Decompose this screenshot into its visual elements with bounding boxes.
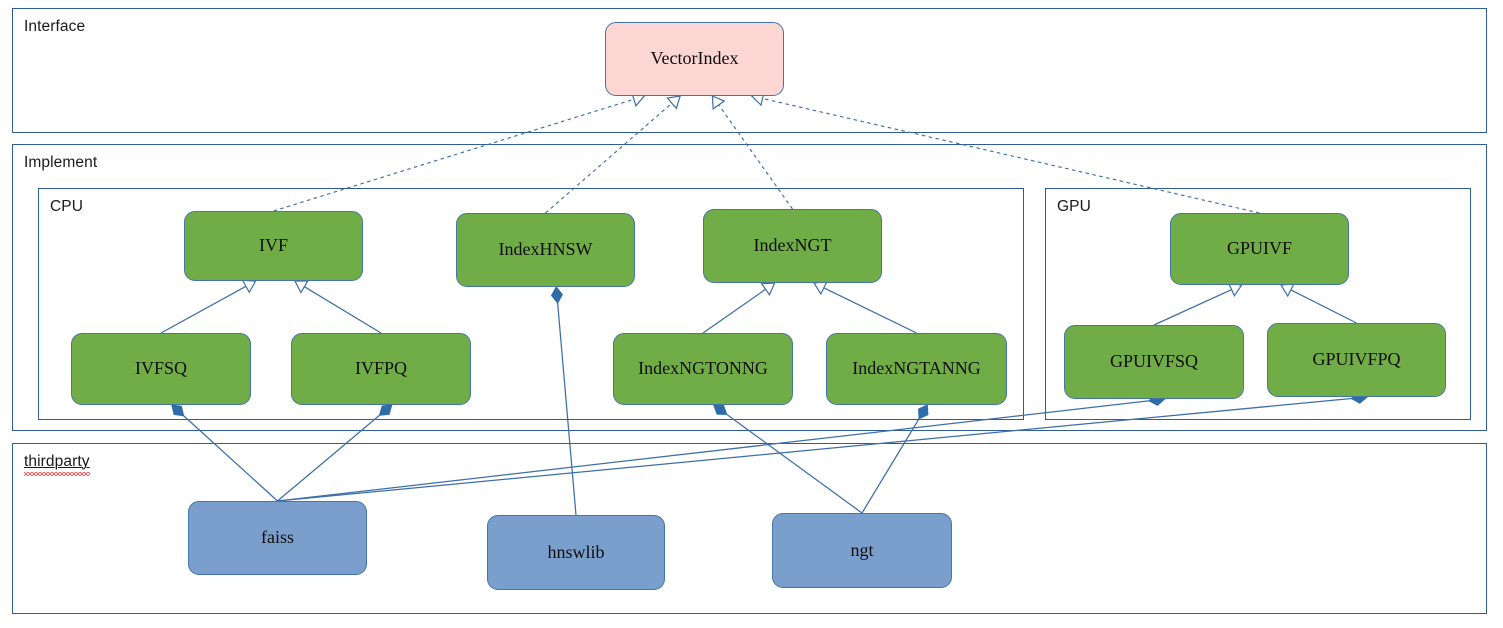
node-ivfsq[interactable]: IVFSQ	[71, 333, 251, 405]
node-faiss[interactable]: faiss	[188, 501, 367, 575]
frame-label-implement: Implement	[24, 154, 98, 171]
node-label-indexngt: IndexNGT	[753, 235, 832, 256]
node-label-hnswlib: hnswlib	[547, 541, 605, 562]
node-label-ivfpq: IVFPQ	[354, 358, 407, 379]
node-label-vectorindex: VectorIndex	[650, 48, 739, 69]
node-label-ivfsq: IVFSQ	[134, 358, 187, 379]
frame-label-thirdparty: thirdparty	[24, 453, 90, 476]
node-indexngt[interactable]: IndexNGT	[703, 209, 882, 283]
node-label-indexhnsw: IndexHNSW	[498, 239, 593, 260]
node-hnswlib[interactable]: hnswlib	[487, 515, 665, 590]
node-indexngtonng[interactable]: IndexNGTONNG	[613, 333, 793, 405]
frame-label-gpu: GPU	[1057, 198, 1091, 215]
node-ngt[interactable]: ngt	[772, 513, 952, 588]
node-label-ngt: ngt	[850, 539, 874, 560]
node-label-faiss: faiss	[261, 527, 294, 548]
node-indexhnsw[interactable]: IndexHNSW	[456, 213, 635, 287]
node-label-gpuivfpq: GPUIVFPQ	[1312, 349, 1401, 370]
node-gpuivfsq[interactable]: GPUIVFSQ	[1064, 325, 1244, 399]
node-indexngtanng[interactable]: IndexNGTANNG	[826, 333, 1007, 405]
frame-label-interface: Interface	[24, 18, 86, 35]
node-ivfpq[interactable]: IVFPQ	[291, 333, 471, 405]
node-label-indexngtonng: IndexNGTONNG	[638, 358, 768, 379]
node-vectorindex[interactable]: VectorIndex	[605, 22, 784, 96]
node-gpuivf[interactable]: GPUIVF	[1170, 213, 1349, 285]
frame-label-cpu: CPU	[50, 198, 84, 215]
node-gpuivfpq[interactable]: GPUIVFPQ	[1267, 323, 1446, 397]
node-label-gpuivfsq: GPUIVFSQ	[1109, 351, 1199, 372]
node-label-ivf: IVF	[258, 235, 288, 256]
node-label-indexngtanng: IndexNGTANNG	[852, 358, 981, 379]
node-ivf[interactable]: IVF	[184, 211, 363, 281]
node-label-gpuivf: GPUIVF	[1226, 238, 1292, 259]
